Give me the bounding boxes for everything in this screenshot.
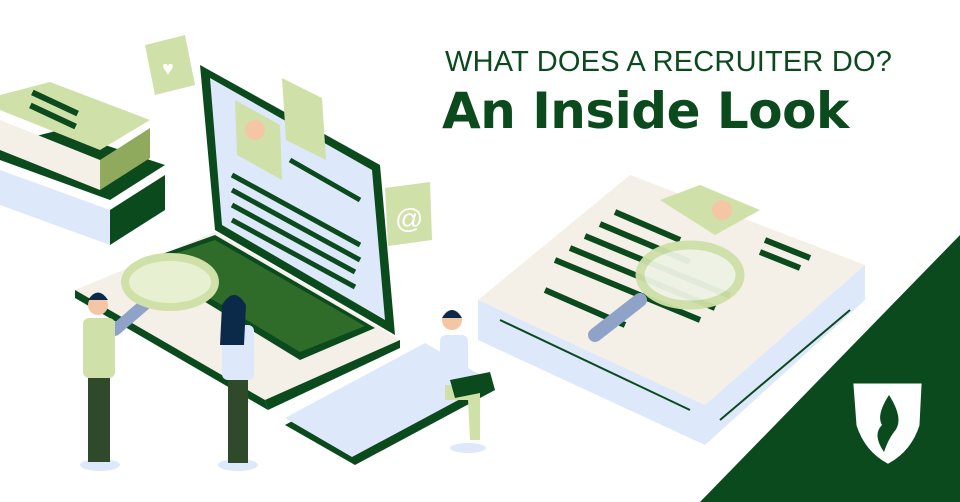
shield-torch-logo <box>853 383 922 464</box>
book-stack <box>0 82 165 245</box>
at-icon: @ <box>395 203 423 234</box>
person-man-left <box>80 292 120 471</box>
chat-card <box>282 78 326 160</box>
page-subtitle: WHAT DOES A RECRUITER DO? <box>445 46 893 78</box>
person-sitting <box>440 310 495 453</box>
heart-card <box>145 35 195 95</box>
heart-icon: ♥ <box>162 58 174 80</box>
magnifier-right <box>588 240 745 342</box>
page-title: An Inside Look <box>442 82 849 140</box>
at-card <box>385 182 432 246</box>
magnifier-left <box>109 253 219 336</box>
person-woman <box>218 295 258 471</box>
